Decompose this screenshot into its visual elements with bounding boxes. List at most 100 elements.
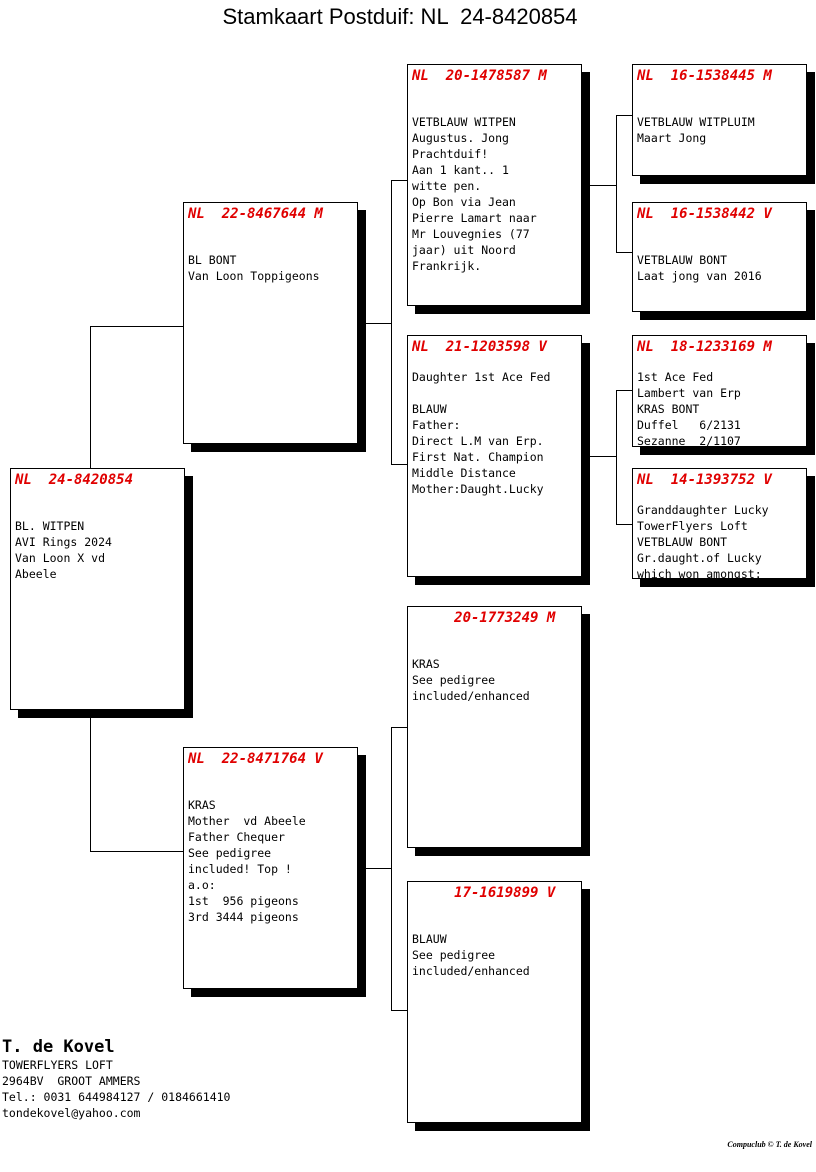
connector-line: [581, 456, 616, 457]
note-line: AVI Rings 2024: [15, 535, 112, 549]
note-line: KRAS: [188, 798, 216, 812]
note-line: Van Loon Toppigeons: [188, 269, 320, 283]
pigeon-card-ff: NL 20-1478587 M VETBLAUW WITPEN Augustus.…: [407, 64, 582, 306]
note-line: TowerFlyers Loft: [637, 519, 748, 533]
note-line: included! Top !: [188, 862, 292, 876]
note-line: Gr.daught.of Lucky: [637, 551, 762, 565]
connector-line: [391, 180, 392, 464]
pigeon-card-ffm: NL 16-1538442 V VETBLAUW BONT Laat jong v…: [632, 202, 807, 312]
note-line: Abeele: [15, 567, 57, 581]
note-line: jaar) uit Noord: [412, 243, 516, 257]
note-line: VETBLAUW BONT: [637, 535, 728, 549]
ring-number: NL 24-8420854: [15, 472, 134, 488]
owner-address: 2964BV GROOT AMMERS: [2, 1074, 141, 1088]
note-line: Direct L.M van Erp.: [412, 434, 544, 448]
note-line: See pedigree: [188, 846, 272, 860]
note-line: BLAUW: [412, 402, 447, 416]
note-line: which won amongst:: [637, 567, 762, 579]
note-line: Granddaughter Lucky: [637, 503, 769, 517]
ring-number: 17-1619899 V: [412, 885, 556, 901]
note-line: VETBLAUW WITPEN: [412, 115, 516, 129]
note-line: Daughter 1st Ace Fed: [412, 370, 551, 384]
connector-line: [616, 252, 632, 253]
ring-number: NL 16-1538445 M: [637, 68, 772, 84]
note-line: 1st Ace Fed: [637, 370, 714, 384]
owner-email: tondekovel@yahoo.com: [2, 1106, 141, 1120]
note-line: VETBLAUW BONT: [637, 253, 728, 267]
note-line: Pierre Lamart naar: [412, 211, 537, 225]
note-line: BL BONT: [188, 253, 237, 267]
note-line: See pedigree: [412, 948, 496, 962]
connector-line: [391, 464, 407, 465]
note-line: 3rd 3444 pigeons: [188, 910, 299, 924]
note-line: Aan 1 kant.. 1: [412, 163, 509, 177]
software-credit: Compuclub © T. de Kovel: [727, 1140, 812, 1149]
note-line: Maart Jong: [637, 131, 707, 145]
note-line: Duffel 6/2131: [637, 418, 741, 432]
connector-line: [357, 868, 391, 869]
note-line: Frankrijk.: [412, 259, 482, 273]
note-line: BLAUW: [412, 932, 447, 946]
note-line: included/enhanced: [412, 689, 530, 703]
owner-name: T. de Kovel: [2, 1037, 115, 1057]
connector-line: [581, 185, 616, 186]
connector-line: [616, 390, 632, 391]
connector-line: [391, 1010, 407, 1011]
ring-number: NL 21-1203598 V: [412, 339, 547, 355]
note-line: included/enhanced: [412, 964, 530, 978]
note-line: Van Loon X vd: [15, 551, 106, 565]
note-line: Mother:Daught.Lucky: [412, 482, 544, 496]
note-line: Laat jong van 2016: [637, 269, 762, 283]
connector-line: [90, 326, 183, 327]
connector-line: [616, 390, 617, 524]
connector-line: [616, 115, 632, 116]
note-line: Op Bon via Jean: [412, 195, 516, 209]
note-line: Mother vd Abeele: [188, 814, 306, 828]
ring-number: NL 22-8471764 V: [188, 751, 323, 767]
pigeon-notes: BLAUW See pedigree included/enhanced: [412, 931, 577, 979]
ring-number: 20-1773249 M: [412, 610, 556, 626]
owner-info: T. de Kovel TOWERFLYERS LOFT 2964BV GROO…: [2, 1037, 230, 1121]
owner-loft: TOWERFLYERS LOFT: [2, 1058, 113, 1072]
pigeon-card-mf: 20-1773249 M KRAS See pedigree included/en…: [407, 606, 582, 848]
ring-number: NL 16-1538442 V: [637, 206, 772, 222]
note-line: Prachtduif!: [412, 147, 489, 161]
ring-number: NL 18-1233169 M: [637, 339, 772, 355]
pigeon-notes: VETBLAUW BONT Laat jong van 2016: [637, 252, 802, 284]
note-line: BL. WITPEN: [15, 519, 85, 533]
note-line: Father Chequer: [188, 830, 285, 844]
connector-line: [391, 180, 407, 181]
note-line: Middle Distance: [412, 466, 516, 480]
connector-line: [391, 727, 392, 1010]
connector-line: [616, 115, 617, 252]
page-title: Stamkaart Postduif: NL 24-8420854: [222, 4, 578, 29]
note-line: Father:: [412, 418, 461, 432]
connector-line: [357, 323, 391, 324]
note-line: First Nat. Champion: [412, 450, 544, 464]
note-line: Mr Louvegnies (77: [412, 227, 530, 241]
connector-line: [90, 851, 183, 852]
note-line: witte pen.: [412, 179, 482, 193]
note-line: KRAS: [412, 657, 440, 671]
pigeon-card-mm: 17-1619899 V BLAUW See pedigree included/e…: [407, 881, 582, 1123]
note-line: Augustus. Jong: [412, 131, 509, 145]
note-line: Lambert van Erp: [637, 386, 741, 400]
ring-number: NL 20-1478587 M: [412, 68, 547, 84]
connector-line: [391, 727, 407, 728]
note-line: Sezanne 2/1107: [637, 434, 741, 447]
note-line: See pedigree: [412, 673, 496, 687]
ring-number: NL 14-1393752 V: [637, 472, 772, 488]
